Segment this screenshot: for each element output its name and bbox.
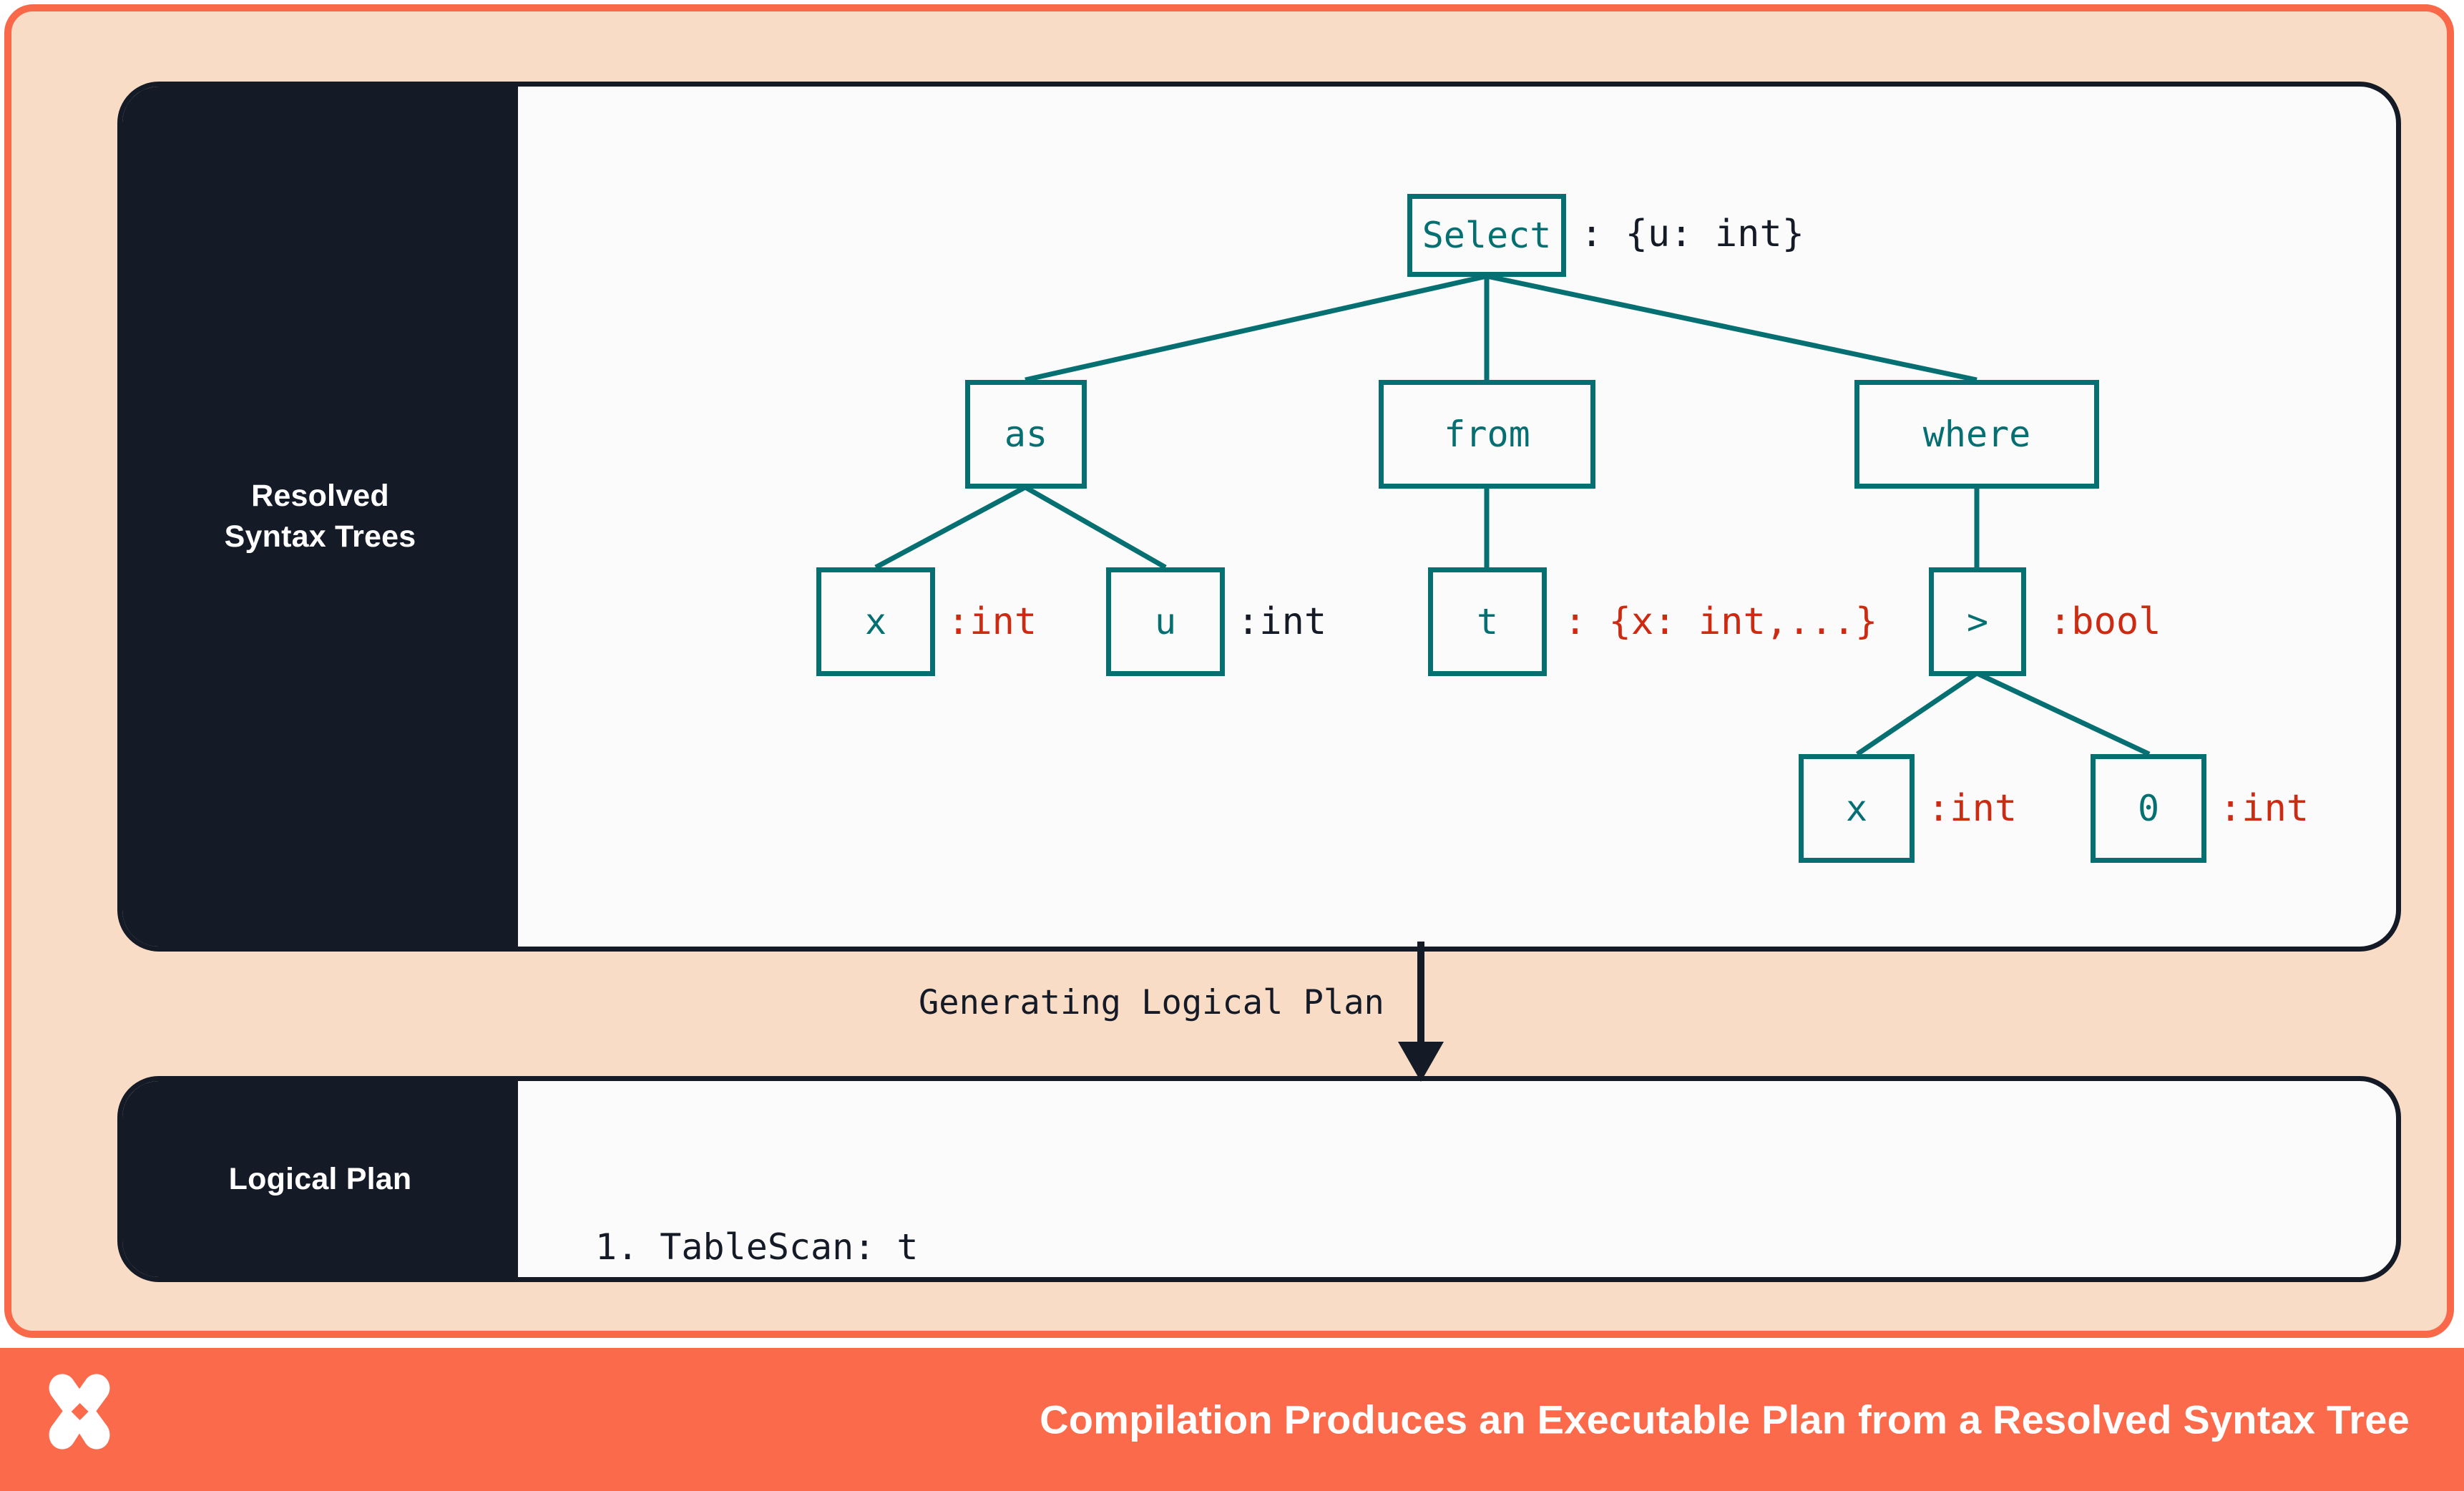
tree-node-as-u[interactable]: u xyxy=(1106,567,1225,676)
tree-node-where[interactable]: where xyxy=(1854,380,2099,489)
logical-plan-body: 1. TableScan: t 2. Filter: t.x > 0 3. Pr… xyxy=(518,1081,2396,1277)
panel-label-line2: Syntax Trees xyxy=(224,519,416,554)
logical-plan-steps: 1. TableScan: t 2. Filter: t.x > 0 3. Pr… xyxy=(595,1117,1090,1277)
syntax-tree-canvas: Select : {u: int} as from where x :int xyxy=(518,87,2396,947)
tree-node-gt[interactable]: > xyxy=(1929,567,2026,676)
tree-node-gt-zero[interactable]: 0 xyxy=(2091,754,2206,863)
logical-plan-panel: Logical Plan 1. TableScan: t 2. Filter: … xyxy=(117,1076,2401,1282)
transition-label: Generating Logical Plan xyxy=(919,983,1384,1022)
tree-annotation-gt-x: :int xyxy=(1927,787,2018,830)
tree-annotation-from-t: : {x: int,...} xyxy=(1564,600,1878,643)
tree-node-as-u-label: u xyxy=(1154,601,1177,642)
footer-caption: Compilation Produces an Executable Plan … xyxy=(1040,1397,2410,1442)
outer-card: Resolved Syntax Trees xyxy=(4,4,2454,1338)
tree-node-select-label: Select xyxy=(1422,215,1552,256)
tree-annotation-as-u: :int xyxy=(1237,600,1327,643)
tree-node-where-label: where xyxy=(1922,414,2031,455)
tree-node-as[interactable]: as xyxy=(965,380,1087,489)
tree-node-gt-x-label: x xyxy=(1845,788,1868,829)
list-item: 1. TableScan: t xyxy=(595,1226,919,1268)
tree-node-as-label: as xyxy=(1004,414,1048,455)
footer-bar: Compilation Produces an Executable Plan … xyxy=(0,1348,2464,1491)
tree-annotation-select: : {u: int} xyxy=(1580,212,1805,255)
brand-x-logo-icon xyxy=(49,1374,110,1450)
tree-node-from-t-label: t xyxy=(1476,601,1499,642)
resolved-syntax-trees-panel: Resolved Syntax Trees xyxy=(117,82,2401,952)
panel-label-line1: Resolved xyxy=(251,479,389,514)
tree-annotation-gt: :bool xyxy=(2049,600,2161,643)
tree-node-select[interactable]: Select xyxy=(1407,194,1566,277)
tree-annotation-gt-zero: :int xyxy=(2219,787,2309,830)
tree-annotation-as-x: :int xyxy=(947,600,1037,643)
transition-arrow-icon xyxy=(1398,942,1444,1082)
tree-node-from[interactable]: from xyxy=(1379,380,1595,489)
logical-plan-label: Logical Plan xyxy=(122,1081,518,1277)
tree-node-as-x-label: x xyxy=(864,601,887,642)
tree-edges xyxy=(874,273,2151,757)
tree-node-as-x[interactable]: x xyxy=(816,567,935,676)
tree-node-from-label: from xyxy=(1444,414,1530,455)
resolved-syntax-trees-label: Resolved Syntax Trees xyxy=(122,87,518,947)
tree-node-gt-x[interactable]: x xyxy=(1799,754,1915,863)
logical-plan-label-text: Logical Plan xyxy=(228,1161,412,1196)
tree-node-gt-label: > xyxy=(1966,601,1989,642)
tree-node-from-t[interactable]: t xyxy=(1428,567,1547,676)
tree-node-gt-zero-label: 0 xyxy=(2137,788,2160,829)
